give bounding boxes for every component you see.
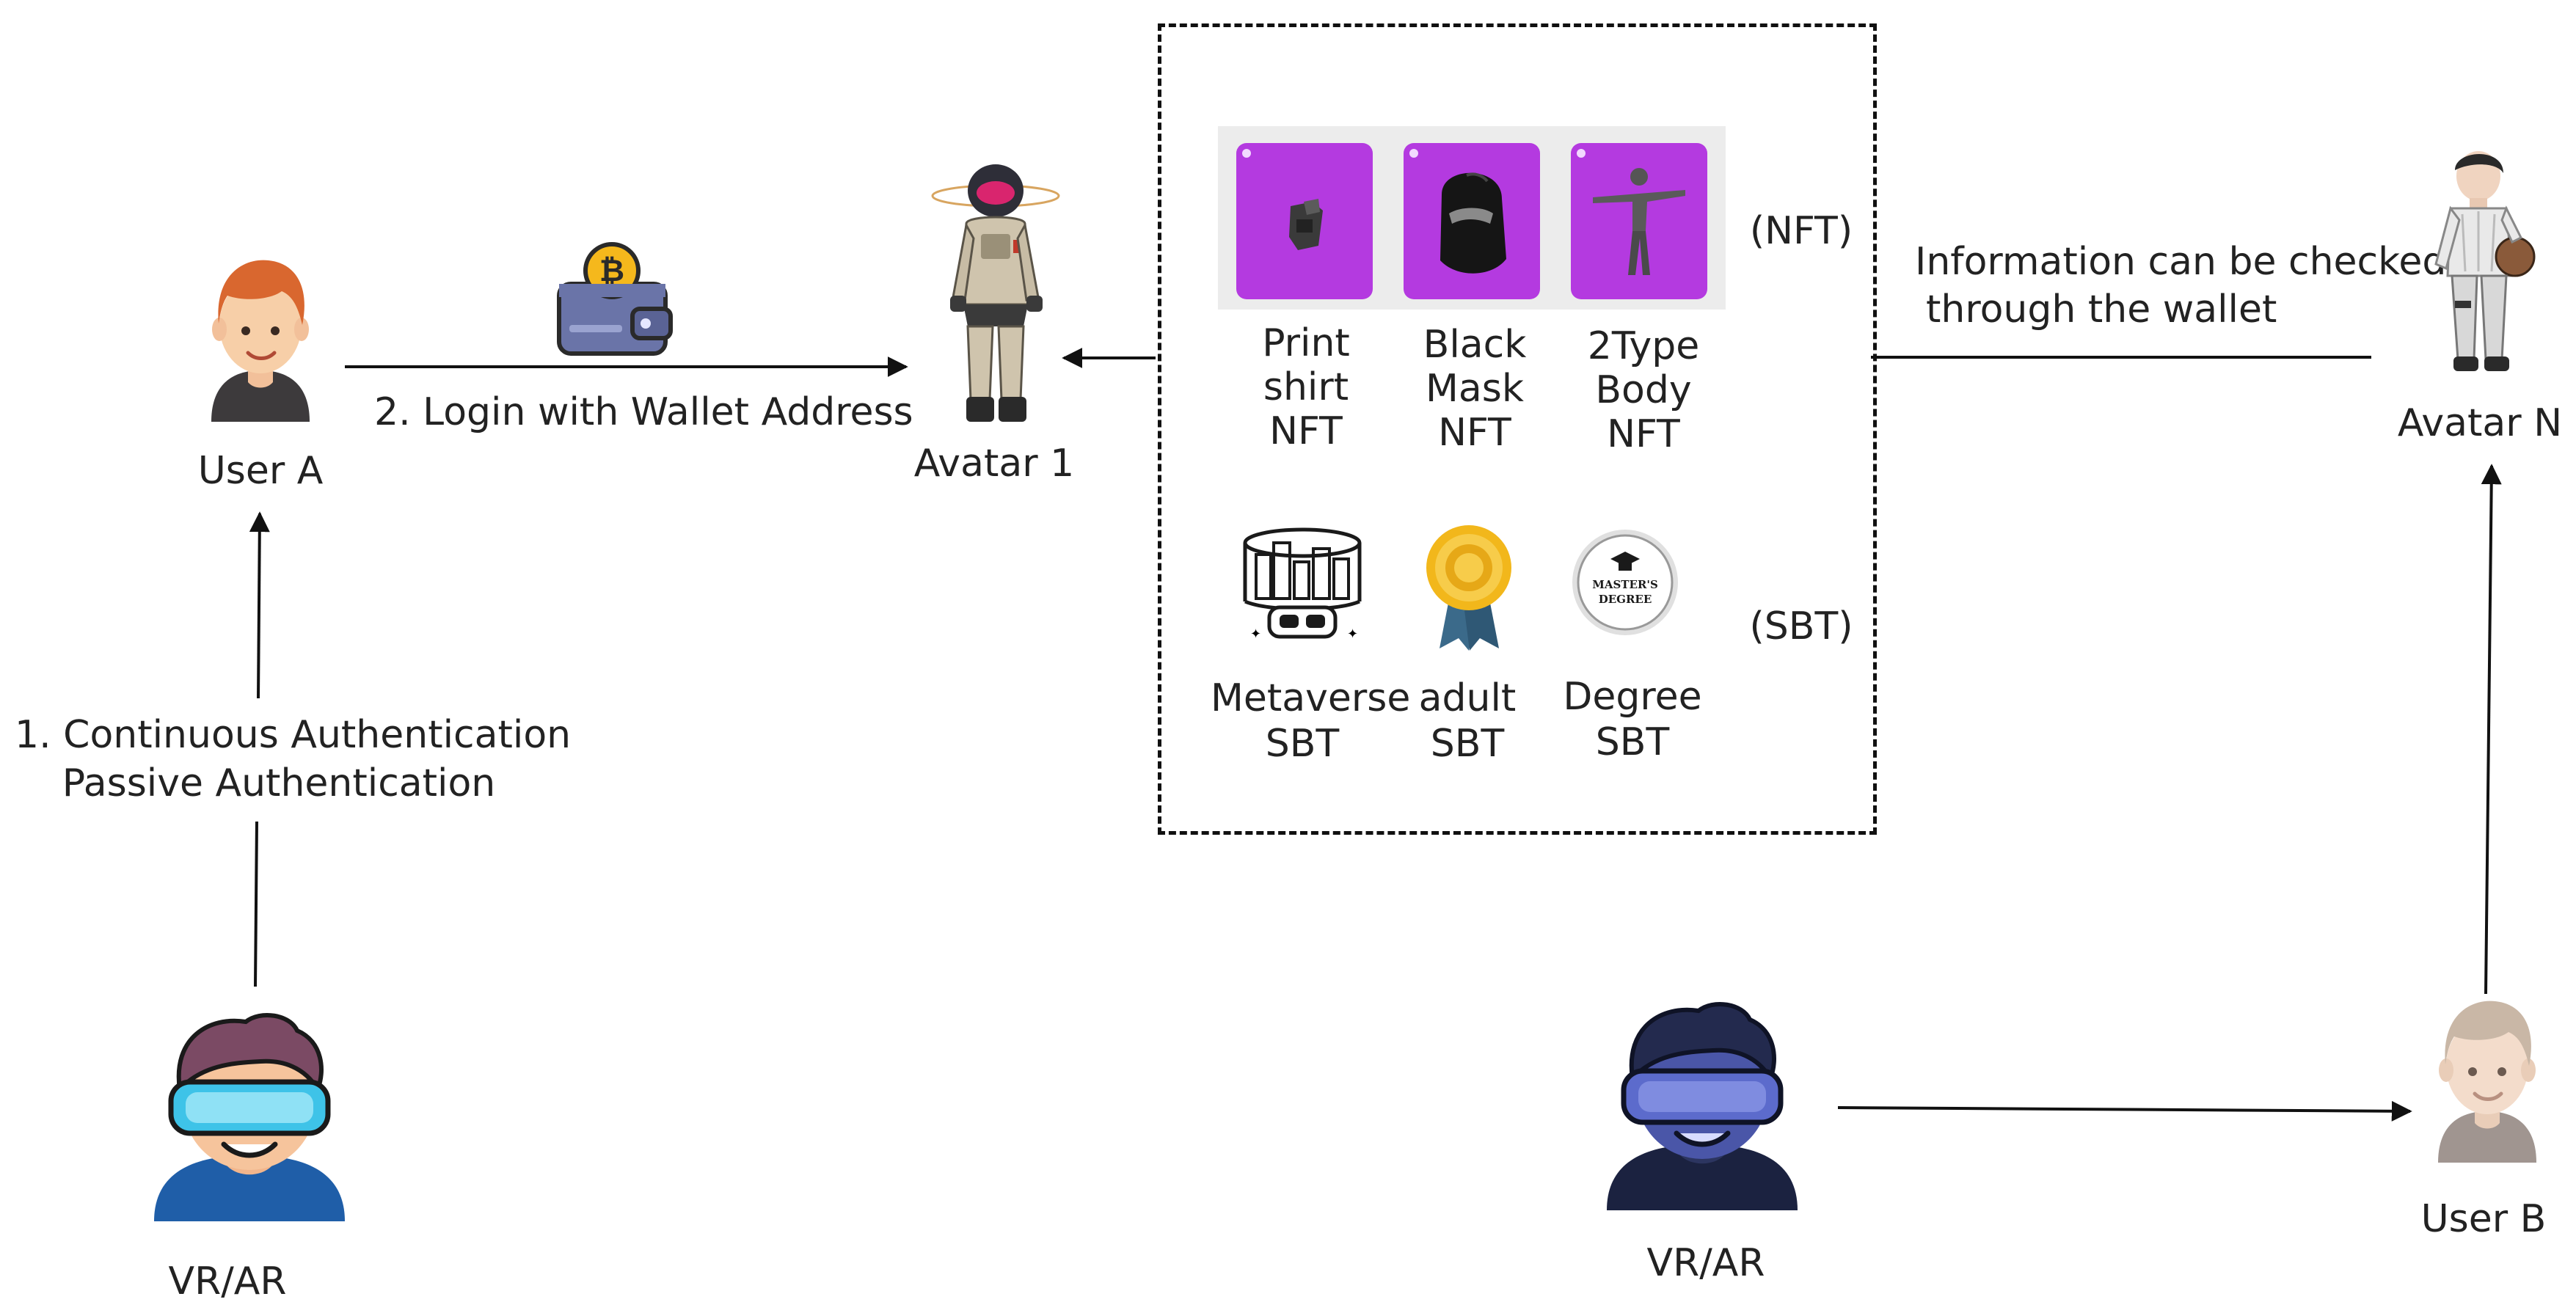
adult-medal-badge-icon (1426, 525, 1511, 651)
nft-label-black-mask-3: NFT (1438, 411, 1511, 455)
arrow-vr-to-user-b (1837, 1100, 2412, 1122)
user-a-avatar-icon (211, 260, 310, 422)
nft-label-2type-body-3: NFT (1607, 412, 1680, 456)
print-shirt-item-icon (1242, 149, 1323, 250)
info-edge-label-line1: Information can be checked (1915, 240, 2447, 284)
arrow-vr-to-user-a-upper (249, 511, 270, 699)
avatar-n-character-icon (2434, 151, 2536, 371)
token-container-box (1158, 23, 1877, 835)
metaverse-city-vr-icon: ✦ ✦ (1243, 527, 1362, 642)
nft-label-black-mask-2: Mask (1426, 367, 1524, 411)
degree-badge-text-2: DEGREE (1599, 593, 1652, 606)
arrow-vr-to-user-a-lower (254, 821, 258, 987)
arrow-user-b-to-avatar-n (2481, 464, 2502, 995)
avatar-n-label: Avatar N (2397, 401, 2563, 445)
auth-edge-label-line2: Passive Authentication (62, 761, 496, 805)
wallet-icon: ₿ (557, 242, 673, 356)
sbt-label-degree-2: SBT (1595, 720, 1670, 764)
nft-group-tag: (NFT) (1749, 209, 1853, 253)
user-a-label: User A (197, 449, 324, 493)
degree-badge-text-1: MASTER'S (1592, 578, 1658, 591)
nft-card-print-shirt (1236, 143, 1373, 299)
svg-text:✦: ✦ (1347, 626, 1358, 642)
nft-label-black-mask-1: Black (1423, 323, 1527, 367)
user-b-avatar-icon (2438, 1001, 2536, 1163)
svg-text:✦: ✦ (1250, 626, 1261, 642)
nft-card-black-mask (1404, 143, 1540, 299)
sbt-label-metaverse-1: Metaverse (1211, 676, 1411, 720)
sbt-group-tag: (SBT) (1749, 604, 1853, 648)
vr-left-label: VR/AR (168, 1259, 287, 1303)
sbt-label-degree-1: Degree (1563, 675, 1702, 719)
nft-card-2type-body (1571, 143, 1707, 299)
sbt-label-metaverse-2: SBT (1265, 722, 1340, 766)
nft-label-2type-body-2: Body (1595, 368, 1692, 412)
user-b-label: User B (2420, 1197, 2547, 1241)
sbt-label-adult-1: adult (1418, 676, 1517, 720)
nft-label-2type-body-1: 2Type (1587, 324, 1700, 368)
vr-headset-user-left-icon (154, 1012, 345, 1221)
svg-text:₿: ₿ (599, 252, 624, 288)
degree-badge-icon: MASTER'S DEGREE (1572, 530, 1678, 635)
nft-label-print-shirt-2: shirt (1263, 365, 1349, 409)
nft-label-print-shirt-3: NFT (1269, 409, 1343, 453)
auth-edge-label-line1: 1. Continuous Authentication (15, 713, 572, 757)
avatar-1-label: Avatar 1 (913, 442, 1075, 486)
vr-headset-user-right-icon (1607, 1001, 1798, 1210)
sbt-label-adult-2: SBT (1430, 722, 1505, 766)
black-mask-item-icon (1409, 149, 1506, 274)
body-item-icon (1577, 149, 1685, 275)
info-edge-label-line2: through the wallet (1926, 288, 2277, 332)
nft-label-print-shirt-1: Print (1262, 321, 1350, 365)
vr-right-label: VR/AR (1646, 1241, 1765, 1285)
login-edge-label: 2. Login with Wallet Address (374, 390, 913, 434)
avatar-1-astronaut-icon (931, 164, 1060, 422)
